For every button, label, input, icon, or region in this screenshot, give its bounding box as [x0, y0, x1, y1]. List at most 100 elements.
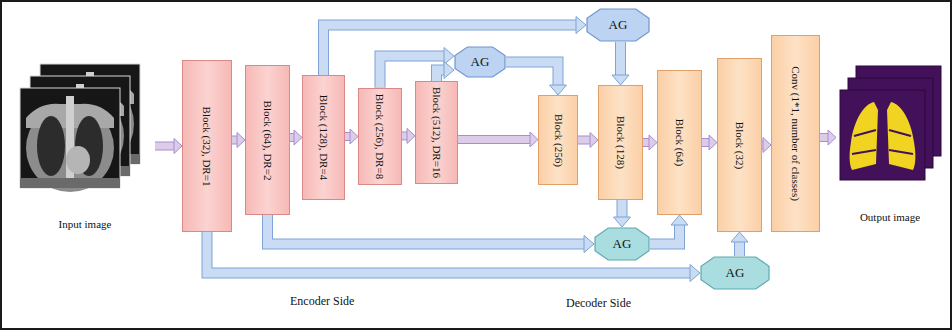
- encoder-block: Block (512), DR=16: [415, 81, 458, 184]
- encoder-block: Block (32), DR=1: [182, 60, 232, 232]
- arrow-head: [649, 135, 657, 150]
- arrow-shaft: [702, 139, 709, 146]
- decoder-block: Block (256): [538, 95, 578, 185]
- image-caption: Input image: [59, 218, 112, 230]
- arrow-outline: [506, 62, 558, 85]
- arrow-shaft: [268, 215, 585, 244]
- flow-arrow: [290, 130, 302, 145]
- arrow-outline: [345, 132, 350, 141]
- gate-shape: [455, 47, 505, 77]
- arrow-shaft: [155, 143, 174, 150]
- arrow-outline: [290, 133, 294, 142]
- attention-gate: AG: [454, 46, 506, 78]
- skip-arrow: [612, 42, 629, 85]
- side-label: Decoder Side: [566, 296, 631, 311]
- skip-arrow: [268, 215, 595, 253]
- arrow-head: [590, 133, 598, 148]
- arrow-head: [237, 133, 245, 148]
- block-label: Conv (1*1, number of classes): [790, 66, 801, 201]
- gate-label: AG: [726, 265, 745, 281]
- arrow-head: [671, 215, 688, 225]
- flow-arrow: [762, 138, 771, 153]
- arrow-shaft: [458, 136, 530, 143]
- arrow-head: [550, 85, 567, 95]
- skip-arrow: [437, 62, 455, 82]
- arrow-outline: [702, 138, 709, 147]
- gate-shape: [587, 9, 649, 41]
- arrow-shaft: [650, 225, 680, 244]
- mask-frame: [840, 90, 925, 180]
- flow-arrow: [155, 139, 182, 154]
- arrow-shaft: [643, 139, 649, 146]
- flow-arrow: [702, 135, 717, 150]
- arrow-head: [763, 138, 771, 153]
- arrow-head: [690, 265, 700, 282]
- arrow-shaft: [402, 132, 407, 139]
- arrow-head: [731, 232, 748, 242]
- arrow-shaft: [437, 70, 445, 81]
- block-label: Block (64), DR=2: [262, 100, 273, 180]
- arrow-shaft: [506, 62, 558, 85]
- arrow-outline: [402, 131, 407, 140]
- side-label: Encoder Side: [290, 294, 354, 309]
- skip-arrow: [650, 215, 688, 244]
- gate-label: AG: [471, 54, 490, 70]
- arrow-outline: [437, 70, 445, 81]
- arrow-outline: [232, 136, 237, 145]
- block-label: Block (32), DR=1: [202, 106, 213, 186]
- decoder-block: Block (64): [657, 70, 702, 215]
- arrow-outline: [155, 142, 174, 151]
- skip-arrow: [614, 200, 631, 227]
- gate-label: AG: [609, 17, 628, 33]
- arrow-head: [174, 139, 182, 154]
- arrow-head: [294, 130, 302, 145]
- decoder-block: Block (32): [717, 58, 762, 232]
- arrow-outline: [615, 42, 626, 75]
- arrow-head: [350, 129, 358, 144]
- arrow-head: [828, 130, 836, 145]
- arrow-outline: [578, 136, 590, 145]
- arrow-head: [444, 48, 454, 65]
- flow-arrow: [820, 130, 836, 145]
- arrow-head: [612, 75, 629, 85]
- arrow-head: [407, 128, 415, 143]
- arrow-shaft: [345, 133, 350, 140]
- flow-arrow: [578, 133, 598, 148]
- attention-gate: AG: [700, 256, 770, 290]
- arrow-shaft: [616, 42, 625, 75]
- flow-arrow: [402, 128, 415, 143]
- block-label: Block (512), DR=16: [431, 87, 442, 178]
- arrow-head: [614, 217, 631, 227]
- arrow-outline: [617, 200, 628, 217]
- arrow-shaft: [232, 137, 237, 144]
- image-caption: Output image: [860, 211, 920, 223]
- attention-gate: AG: [586, 8, 650, 42]
- arrow-outline: [650, 225, 680, 244]
- block-label: Block (256), DR=8: [375, 94, 386, 179]
- arrow-outline: [268, 215, 585, 244]
- skip-arrow: [731, 232, 748, 256]
- gate-shape: [701, 257, 769, 289]
- arrow-outline: [820, 133, 828, 142]
- block-label: Block (128): [615, 116, 626, 169]
- arrow-outline: [734, 242, 745, 256]
- arrow-shaft: [618, 200, 627, 217]
- block-label: Block (128), DR=4: [318, 95, 329, 180]
- encoder-block: Block (128), DR=4: [302, 75, 345, 200]
- encoder-block: Block (256), DR=8: [358, 88, 402, 185]
- arrow-shaft: [290, 134, 294, 141]
- flow-arrow: [643, 135, 657, 150]
- block-label: Block (256): [553, 114, 564, 167]
- arrow-outline: [643, 138, 649, 147]
- skip-arrow: [506, 62, 567, 95]
- block-label: Block (64): [674, 119, 685, 166]
- arrow-head: [444, 62, 454, 79]
- arrow-head: [530, 132, 538, 147]
- arrow-outline: [458, 135, 530, 144]
- flow-arrow: [232, 133, 245, 148]
- flow-arrow: [458, 132, 538, 147]
- arrow-head: [709, 135, 717, 150]
- xray-frame: [20, 88, 120, 192]
- input-image: Input image: [15, 50, 155, 232]
